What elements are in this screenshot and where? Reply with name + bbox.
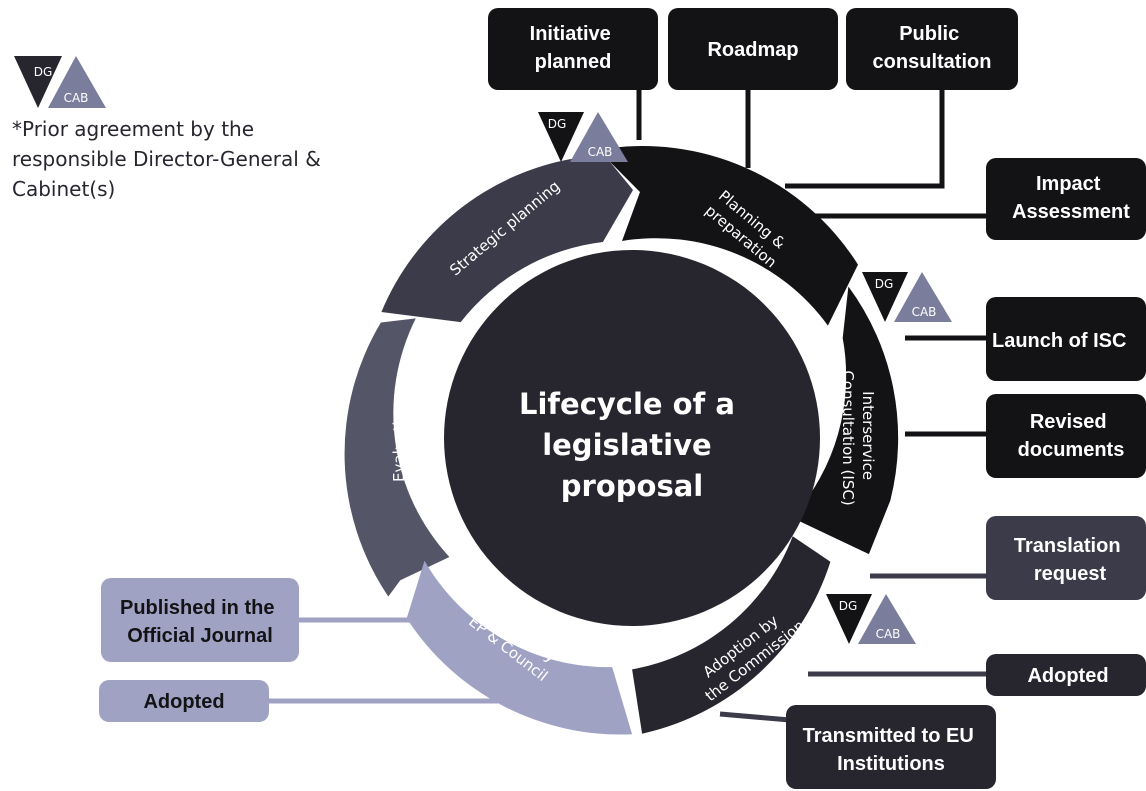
box-public-line-2: consultation [873, 51, 992, 73]
legend-note-line-1: *Prior agreement by the [12, 117, 254, 141]
legend-badge: DG CAB [14, 56, 106, 108]
box-revised-documents: Revised documents [986, 394, 1146, 478]
legend-cab-text: CAB [64, 91, 89, 105]
center-line-2: legislative [542, 428, 711, 462]
segment-evaluation [344, 318, 450, 597]
box-launch-isc: Launch of ISC [986, 297, 1146, 381]
svg-text:Impact Assessment: Impact Assessment [1012, 173, 1130, 223]
box-initiative-line-1: Initiative [530, 23, 611, 45]
box-adopted-ep: Adopted [99, 680, 269, 722]
badge-dg-triangle [862, 272, 908, 322]
badge-cab-text: CAB [876, 627, 901, 641]
segment-strategic-planning [381, 140, 633, 323]
badge-cab-triangle [570, 112, 628, 162]
label-evaluation: Evaluation Fitness check [390, 389, 428, 490]
svg-text:Roadmap: Roadmap [707, 39, 798, 61]
center-circle [444, 250, 820, 626]
box-adopted-ep-line-1: Adopted [143, 691, 224, 713]
badge-cab-triangle [858, 594, 916, 644]
box-transmitted-line-1: Transmitted to EU [803, 725, 974, 747]
box-impact-assessment: Impact Assessment [986, 158, 1146, 240]
box-public-consultation: Public consultation [846, 8, 1018, 90]
label-interservice: Interservice Consultation (ISC) [839, 370, 877, 505]
svg-text:Translation request: Translation request [1014, 535, 1126, 585]
legend-cab-triangle [48, 56, 106, 108]
dg-cab-badge: DG CAB [862, 272, 952, 322]
svg-text:Launch of ISC: Launch of ISC [992, 330, 1126, 352]
dg-cab-badge: DG CAB [826, 594, 916, 644]
center-label: Lifecycle of a legislative proposal [519, 387, 745, 503]
center-line-1: Lifecycle of a [519, 387, 735, 421]
box-public-line-1: Public [899, 23, 959, 45]
box-published-line-2: Official Journal [127, 625, 273, 647]
svg-text:Initiative planned: Initiative planned [530, 23, 617, 73]
svg-text:Public consultation: Public consultation [873, 23, 992, 73]
box-impact-line-1: Impact [1036, 173, 1101, 195]
ring [344, 140, 899, 735]
box-revised-line-2: documents [1018, 439, 1125, 461]
box-revised-line-1: Revised [1030, 411, 1107, 433]
segment-planning-preparation [598, 145, 858, 326]
legend-note-line-2: responsible Director-General & [12, 147, 321, 171]
legend: DG CAB *Prior agreement by the responsib… [12, 56, 327, 201]
box-launch-line-1: Launch of ISC [992, 330, 1126, 352]
svg-text:Adopted: Adopted [143, 691, 224, 713]
svg-text:Adopted: Adopted [1027, 665, 1108, 687]
badge-cab-triangle [894, 272, 952, 322]
box-impact-line-2: Assessment [1012, 201, 1130, 223]
box-published: Published in the Official Journal [101, 578, 299, 662]
step-boxes: Initiative planned Roadmap Public consul… [99, 8, 1146, 789]
legend-dg-text: DG [34, 65, 53, 79]
box-published-line-1: Published in the [120, 597, 274, 619]
label-evaluation-line-2: Fitness check [410, 389, 428, 490]
box-adopted-commission-line-1: Adopted [1027, 665, 1108, 687]
segment-adoption-ep [406, 560, 633, 735]
box-initiative-planned: Initiative planned [488, 8, 658, 90]
badge-dg-triangle [538, 112, 584, 162]
center-line-3: proposal [561, 469, 703, 503]
legend-note: *Prior agreement by the responsible Dire… [12, 117, 327, 201]
svg-text:Revised documents: Revised documents [1018, 411, 1125, 461]
legend-dg-triangle [14, 56, 62, 108]
badge-cab-text: CAB [588, 145, 613, 159]
box-translation-request: Translation request [986, 516, 1146, 600]
badge-dg-text: DG [875, 277, 894, 291]
box-adopted-commission: Adopted [986, 654, 1146, 696]
connector-lines [268, 88, 990, 723]
box-translation-line-2: request [1034, 563, 1107, 585]
box-initiative-line-2: planned [535, 51, 612, 73]
box-roadmap-line-1: Roadmap [707, 39, 798, 61]
box-translation-line-1: Translation [1014, 535, 1121, 557]
legend-note-line-3: Cabinet(s) [12, 177, 115, 201]
badge-dg-text: DG [839, 599, 858, 613]
label-interservice-line-1: Interservice [859, 391, 877, 480]
label-interservice-line-2: Consultation (ISC) [839, 370, 857, 505]
svg-text:Transmitted to EU Inst: Transmitted to EU Institutions [803, 725, 980, 775]
badge-dg-text: DG [548, 117, 567, 131]
badge-cab-text: CAB [912, 305, 937, 319]
box-transmitted-line-2: Institutions [837, 753, 945, 775]
connector-transmitted [719, 711, 791, 723]
box-transmitted: Transmitted to EU Institutions [786, 705, 996, 789]
box-roadmap: Roadmap [668, 8, 838, 90]
segment-adoption-commission [632, 536, 831, 734]
badge-dg-triangle [826, 594, 872, 644]
dg-cab-badge: DG CAB [538, 112, 628, 162]
segment-interservice [791, 286, 899, 555]
label-evaluation-line-1: Evaluation [390, 403, 408, 482]
connector-public-consultation [785, 88, 945, 189]
svg-text:Published in the Offic: Published in the Official Journal [120, 597, 280, 647]
